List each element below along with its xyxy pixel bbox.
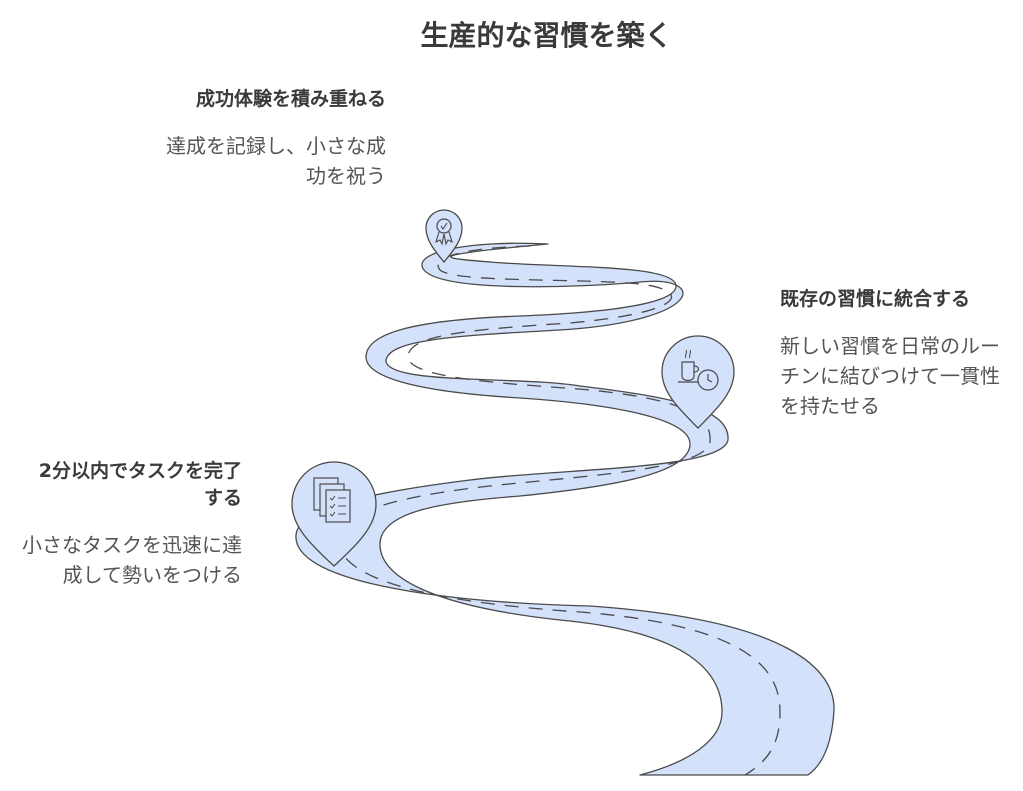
step-celebrate-success: 成功体験を積み重ねる 達成を記録し、小さな成功を祝う xyxy=(160,86,386,191)
page-title: 生産的な習慣を築く xyxy=(420,19,673,52)
step-habit-stacking: 既存の習慣に統合する 新しい習慣を日常のルーチンに結びつけて一貫性を持たせる xyxy=(780,286,1006,421)
step-body: 小さなタスクを迅速に達成して勢いをつける xyxy=(22,533,242,587)
award-ribbon-icon xyxy=(425,209,463,264)
step-heading: 2分以内でタスクを完了する xyxy=(38,460,242,509)
step-body: 新しい習慣を日常のルーチンに結びつけて一貫性を持たせる xyxy=(780,334,1000,418)
task-checklist-icon xyxy=(291,461,377,567)
step-two-minute-rule: 2分以内でタスクを完了する 小さなタスクを迅速に達成して勢いをつける xyxy=(20,458,242,590)
step-heading: 成功体験を積み重ねる xyxy=(195,88,386,110)
step-body: 達成を記録し、小さな成功を祝う xyxy=(166,134,386,188)
road xyxy=(295,242,835,776)
step-heading: 既存の習慣に統合する xyxy=(780,288,971,310)
coffee-clock-icon xyxy=(661,335,735,429)
